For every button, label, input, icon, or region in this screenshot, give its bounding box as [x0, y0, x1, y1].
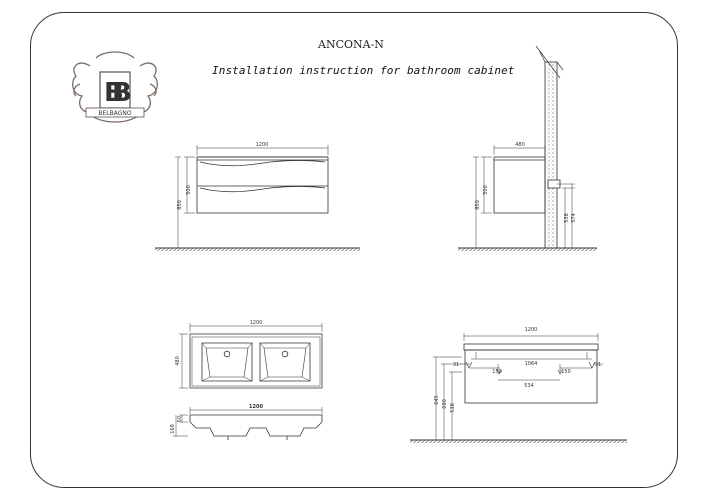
- installation-view: [410, 333, 627, 443]
- install-bracket-span-label: 534: [524, 383, 534, 389]
- side-depth-label: 480: [515, 142, 525, 148]
- install-side-left-label: 31: [453, 362, 459, 368]
- front-height-label: 500: [186, 185, 192, 195]
- side-view: [458, 45, 597, 251]
- install-right-gap-label: 150: [561, 369, 571, 375]
- section-view: [173, 407, 323, 440]
- product-title: ANCONA-N: [318, 38, 384, 51]
- top-view: [179, 323, 323, 389]
- belbagno-logo: B B BELBAGNO: [71, 51, 159, 123]
- svg-text:B: B: [112, 78, 132, 108]
- front-mount-label: 850: [177, 200, 183, 210]
- front-view: [155, 145, 360, 251]
- install-inner-label: 1064: [525, 361, 538, 367]
- side-dim-b-label: 538: [564, 213, 570, 223]
- section-width-label: 1200: [249, 404, 263, 410]
- sheet-frame: [30, 12, 678, 488]
- install-width-label: 1200: [525, 327, 538, 333]
- top-width-label: 1200: [250, 320, 263, 326]
- svg-text:B: B: [104, 78, 124, 108]
- section-h1-label: 50: [177, 416, 183, 422]
- instruction-subtitle: Installation instruction for bathroom ca…: [212, 64, 515, 77]
- logo-wordmark: BELBAGNO: [98, 110, 132, 117]
- install-h2-label: 590: [442, 399, 448, 409]
- side-dim-a-label: 574: [571, 213, 577, 223]
- install-side-right-label: 31: [595, 362, 601, 368]
- section-h2-label: 168: [170, 424, 176, 434]
- install-h1-label: 645: [434, 395, 440, 405]
- front-width-label: 1200: [256, 142, 269, 148]
- install-h3-label: 538: [450, 403, 456, 413]
- install-left-gap-label: 150: [492, 369, 502, 375]
- top-depth-label: 480: [175, 356, 181, 366]
- side-height-label: 500: [483, 185, 489, 195]
- side-mount-label: 850: [475, 200, 481, 210]
